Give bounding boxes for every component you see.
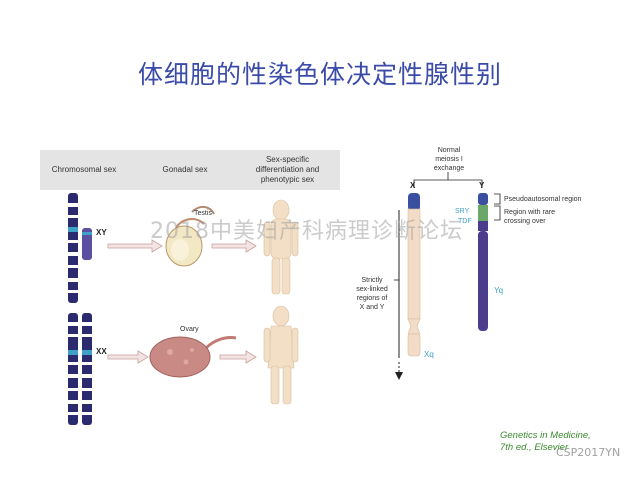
citation-line-2: 7th ed., Elsevier (500, 442, 569, 453)
rare-line-1: Region with rare (504, 209, 555, 216)
strict-line-2: sex-linked (356, 286, 388, 293)
sry-label: SRY (455, 208, 470, 215)
karyotype-xx-label: XX (96, 347, 107, 356)
column-header-gonadal: Gonadal sex (162, 165, 208, 174)
yq-label: Yq (494, 286, 504, 295)
male-body (263, 199, 299, 295)
male-y-chromosome (82, 228, 92, 260)
ovary-illustration (149, 336, 237, 378)
citation: Genetics in Medicine, 7th ed., Elsevier (500, 430, 591, 454)
strictly-sex-linked-label: Strictly sex-linked regions of X and Y (350, 276, 394, 312)
x-chromosome-diagram (395, 193, 421, 380)
y-chromosome-diagram (478, 193, 488, 331)
pseudoautosomal-bracket (494, 193, 501, 205)
arrow-male-2 (211, 239, 257, 253)
meiosis-bracket (413, 179, 483, 188)
rare-crossing-bracket (494, 205, 501, 221)
phenotypic-line-2: differentiation and (255, 165, 320, 174)
phenotypic-line-1: Sex-specific (265, 155, 310, 164)
column-header-chromosomal: Chromosomal sex (51, 165, 117, 174)
column-header-phenotypic: Sex-specific differentiation and phenoty… (240, 155, 335, 185)
arrow-male-1 (107, 239, 163, 253)
citation-line-1: Genetics in Medicine, (500, 430, 591, 441)
karyotype-xy-label: XY (96, 228, 107, 237)
female-x-chromosome-2 (82, 313, 92, 425)
arrow-female-2 (219, 350, 257, 364)
pseudoautosomal-label: Pseudoautosomal region (504, 196, 582, 203)
x-chromosome-label: X (410, 181, 416, 190)
figure-header-bar (40, 150, 340, 190)
y-chromosome-label: Y (479, 181, 485, 190)
arrow-female-1 (107, 350, 149, 364)
tdf-label: TDF (458, 218, 472, 225)
female-x-chromosome-1 (68, 313, 78, 425)
meiosis-label: Normal meiosis I exchange (424, 146, 474, 173)
phenotypic-line-3: phenotypic sex (260, 175, 315, 184)
rare-line-2: crossing over (504, 218, 546, 225)
strict-line-4: X and Y (359, 304, 385, 311)
testis-illustration (165, 206, 215, 267)
testis-label: Testis (194, 210, 212, 217)
corner-watermark: CSP2017YN (556, 446, 621, 459)
meiosis-line-3: exchange (433, 165, 465, 172)
xq-label: Xq (424, 350, 434, 359)
meiosis-line-1: Normal (437, 147, 461, 154)
slide-title: 体细胞的性染色体决定性腺性别 (137, 60, 502, 89)
conference-watermark: 2018中美妇产科病理诊断论坛 (150, 219, 463, 244)
ovary-label: Ovary (180, 326, 199, 333)
strict-line-1: Strictly (361, 277, 383, 284)
rare-crossing-label: Region with rare crossing over (504, 208, 555, 226)
female-body (263, 305, 299, 405)
meiosis-line-2: meiosis I (435, 156, 463, 163)
male-x-chromosome (68, 193, 78, 303)
strict-line-3: regions of (356, 295, 388, 302)
